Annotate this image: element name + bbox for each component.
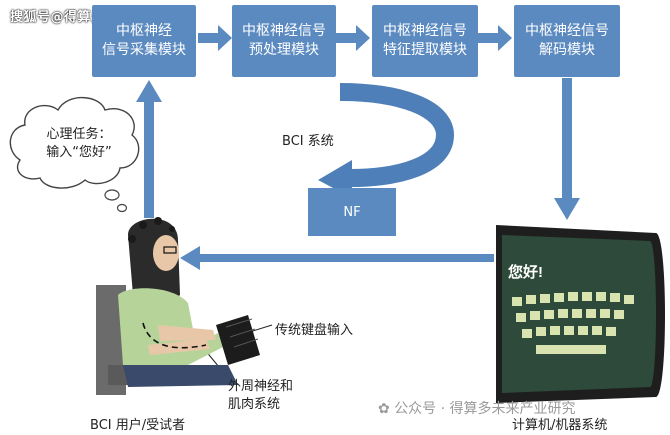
- flow-arrow-3-4: [478, 25, 512, 51]
- module-feature-extraction: 中枢神经信号 特征提取模块: [372, 5, 478, 77]
- module-decoding-line1: 中枢神经信号: [525, 23, 609, 39]
- watermark-bottom-text: 公众号 · 得算多未来产业研究: [394, 401, 576, 417]
- watermark-bottom: ✿ 公众号 · 得算多未来产业研究: [378, 398, 576, 418]
- screen-greeting: 您好!: [507, 263, 543, 281]
- computer-label: 计算机/机器系统: [512, 418, 608, 433]
- thought-line2: 输入“您好”: [46, 145, 112, 160]
- peripheral-line1: 外周神经和: [228, 379, 294, 394]
- keyboard-label: 传统键盘输入: [275, 323, 354, 338]
- peripheral-label: 外周神经和 肌肉系统: [228, 378, 293, 414]
- module-feature-line1: 中枢神经信号: [383, 23, 467, 39]
- flow-arrow-decode-computer: [554, 78, 580, 220]
- bci-system-label: BCI 系统: [282, 134, 334, 149]
- peripheral-line2: 肌肉系统: [228, 397, 281, 412]
- flow-arrow-user-acquisition: [136, 80, 162, 218]
- nf-box: NF: [308, 188, 396, 236]
- module-acquisition: 中枢神经 信号采集模块: [92, 5, 196, 77]
- module-preprocessing-line1: 中枢神经信号: [242, 23, 326, 39]
- thought-text: 心理任务： 输入“您好”: [24, 126, 134, 162]
- flow-arrow-computer-user: [180, 246, 494, 270]
- computer-monitor: 您好!: [496, 225, 665, 403]
- module-preprocessing: 中枢神经信号 预处理模块: [232, 5, 336, 77]
- flow-arrow-1-2: [198, 25, 232, 51]
- module-acquisition-line1: 中枢神经: [116, 23, 172, 39]
- flow-arrow-2-3: [336, 25, 370, 51]
- module-feature-line2: 特征提取模块: [383, 42, 467, 58]
- module-preprocessing-line2: 预处理模块: [249, 42, 319, 58]
- bci-user-illustration: [96, 217, 260, 395]
- thought-bubble: [9, 96, 140, 213]
- user-label: BCI 用户/受试者: [90, 418, 186, 433]
- module-decoding: 中枢神经信号 解码模块: [514, 5, 620, 77]
- thought-line1: 心理任务：: [46, 127, 112, 142]
- module-decoding-line2: 解码模块: [539, 42, 595, 58]
- module-acquisition-line2: 信号采集模块: [102, 42, 186, 58]
- bci-loop-arrow: [318, 83, 455, 198]
- wechat-icon: ✿: [378, 401, 390, 417]
